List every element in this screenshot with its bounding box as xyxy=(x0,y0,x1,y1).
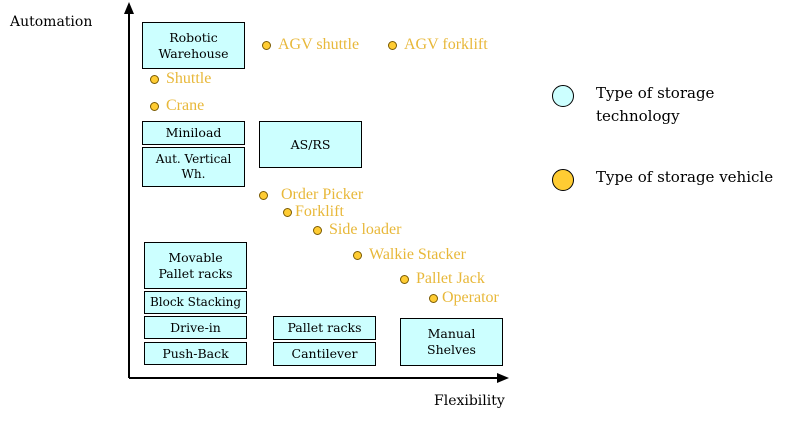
vehicle-dot-icon xyxy=(150,101,159,111)
vehicle-forklift: Forklift xyxy=(283,203,344,221)
tech-block-stacking: Block Stacking xyxy=(144,291,247,314)
legend-technology-swatch-icon xyxy=(552,85,574,107)
x-axis-arrow xyxy=(497,373,509,383)
x-axis-label: Flexibility xyxy=(434,393,505,409)
vehicle-crane: Crane xyxy=(150,97,204,115)
tech-manual-shelves: Manual Shelves xyxy=(400,318,503,366)
vehicle-order-picker: Order Picker xyxy=(259,186,363,204)
vehicle-shuttle: Shuttle xyxy=(150,70,211,88)
vehicle-dot-icon xyxy=(283,207,292,217)
vehicle-dot-icon xyxy=(388,40,397,50)
tech-movable-pallet-racks: Movable Pallet racks xyxy=(144,242,247,289)
vehicle-dot-icon xyxy=(400,274,409,284)
vehicle-agv-shuttle: AGV shuttle xyxy=(262,36,359,54)
vehicle-dot-icon xyxy=(353,250,362,260)
vehicle-dot-icon xyxy=(150,74,159,84)
vehicle-label: Crane xyxy=(166,97,205,114)
vehicle-walkie-stacker: Walkie Stacker xyxy=(353,246,466,264)
legend-technology: Type of storage technology xyxy=(552,82,714,127)
vehicle-dot-icon xyxy=(429,293,438,303)
tech-pallet-racks: Pallet racks xyxy=(273,316,376,340)
tech-asrs: AS/RS xyxy=(259,121,362,168)
tech-drive-in: Drive-in xyxy=(144,316,247,339)
vehicle-label: AGV shuttle xyxy=(278,36,360,53)
vehicle-operator: Operator xyxy=(429,289,499,307)
vehicle-label: Operator xyxy=(442,289,499,306)
y-axis-arrow xyxy=(124,2,134,14)
legend-technology-label: Type of storage technology xyxy=(596,84,715,125)
tech-miniload: Miniload xyxy=(142,121,245,145)
tech-robotic-warehouse: Robotic Warehouse xyxy=(142,22,245,69)
vehicle-label: Pallet Jack xyxy=(416,270,485,287)
vehicle-label: Walkie Stacker xyxy=(369,246,466,263)
vehicle-label: Forklift xyxy=(295,203,344,220)
tech-push-back: Push-Back xyxy=(144,342,247,365)
vehicle-side-loader: Side loader xyxy=(313,221,401,239)
vehicle-label: Side loader xyxy=(329,221,402,238)
vehicle-pallet-jack: Pallet Jack xyxy=(400,270,485,288)
legend-vehicle: Type of storage vehicle xyxy=(552,166,773,191)
legend-vehicle-swatch-icon xyxy=(552,169,574,191)
tech-cantilever: Cantilever xyxy=(273,342,376,366)
vehicle-dot-icon xyxy=(313,225,322,235)
y-axis-label: Automation xyxy=(10,14,93,30)
vehicle-agv-forklift: AGV forklift xyxy=(388,36,488,54)
vehicle-label: Shuttle xyxy=(166,70,212,87)
tech-aut-vertical-wh: Aut. Vertical Wh. xyxy=(142,147,245,187)
legend-vehicle-label: Type of storage vehicle xyxy=(596,168,774,186)
vehicle-dot-icon xyxy=(262,40,271,50)
vehicle-dot-icon xyxy=(259,190,268,200)
vehicle-label: AGV forklift xyxy=(404,36,488,53)
vehicle-label: Order Picker xyxy=(281,186,364,203)
